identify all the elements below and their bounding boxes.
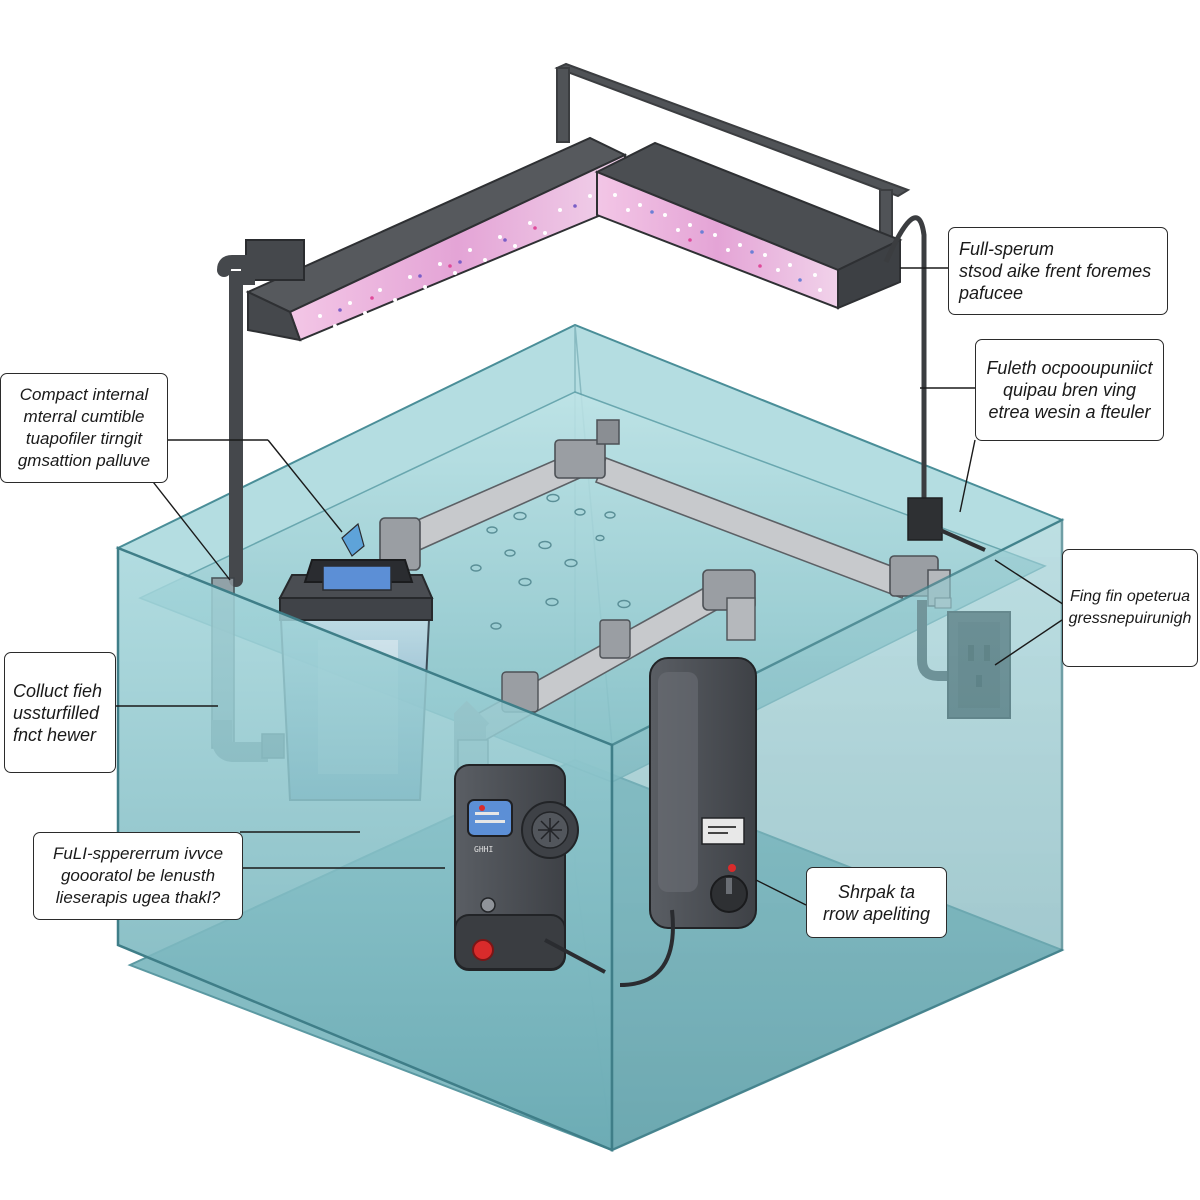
heater-controller (619, 657, 757, 987)
tank-side-glass (610, 517, 1064, 1152)
control-note-line: Shrpak ta (837, 881, 916, 902)
canister-pump: GHHI (454, 764, 606, 974)
control-note: Shrpak ta rrow apeliting (806, 867, 947, 938)
heater-note-line: ussturfilled (13, 702, 100, 723)
airline-note-line: quipau bren ving (1002, 380, 1137, 400)
led-light-bar-right (594, 141, 903, 310)
heater-note-line: fnct hewer (13, 724, 97, 745)
pump-note-line: goooratol be lenusth (60, 866, 216, 885)
light-note: Full-sperum stsod aike frent foremes paf… (948, 227, 1168, 315)
light-note-line: Full-sperum (959, 239, 1055, 259)
power-button-icon (472, 939, 494, 961)
filter-note-line: mterral cumtible (23, 407, 145, 426)
light-note-line: stsod aike frent foremes (959, 261, 1152, 281)
airline-note-line: etrea wesin a fteuler (988, 402, 1151, 422)
light-frame (554, 62, 911, 263)
filter-note-line: tuapofiler tirngit (25, 429, 143, 448)
filter-note-line: Compact internal (19, 385, 149, 404)
control-note-line: rrow apeliting (822, 903, 931, 924)
led-light-bar (245, 136, 628, 342)
socket-note-line: Fing fin opeterua (1069, 588, 1191, 605)
heater-note-line: Colluct fieh (13, 680, 103, 701)
pump-note: FuLI-sppererrum ivvce goooratol be lenus… (33, 832, 243, 920)
airline-note-line: Fuleth ocpooupuniict (986, 358, 1153, 378)
air-bubbles (470, 493, 631, 630)
airline-note: Fuleth ocpooupuniict quipau bren ving et… (975, 339, 1164, 441)
filter-note: Compact internal mterral cumtible tuapof… (0, 373, 168, 483)
leader-lines (113, 267, 1073, 906)
light-note-line: pafucee (959, 283, 1024, 303)
socket-note: Fing fin opeterua gressnepuirunigh (1062, 549, 1198, 667)
pump-note-line: FuLI-sppererrum ivvce (52, 844, 224, 863)
filter-note-line: gmsattion palluve (17, 451, 151, 470)
heater-note: Colluct fieh ussturfilled fnct hewer (4, 652, 116, 773)
pump-note-line: lieserapis ugea thakl? (55, 888, 221, 907)
light-mount-bracket (245, 239, 305, 281)
socket-note-line: gressnepuirunigh (1068, 610, 1192, 627)
pump-panel-text: GHHI (474, 845, 493, 854)
